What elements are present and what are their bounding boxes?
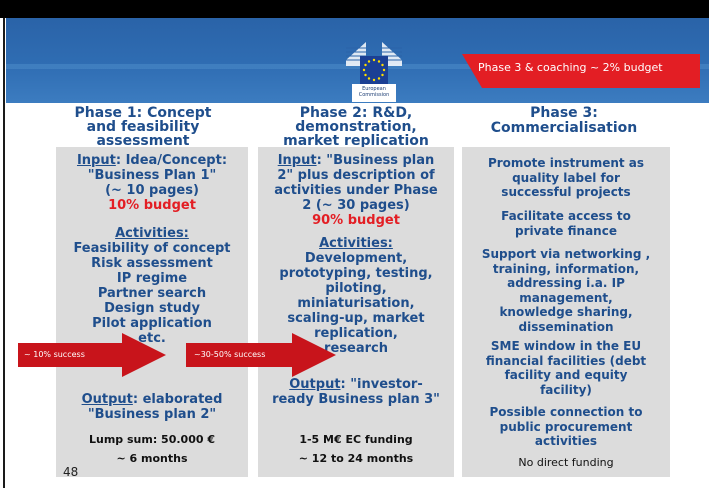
phase2-output-line1: : "investor- <box>340 377 423 392</box>
phase1-input-line2: "Business Plan 1" <box>87 168 217 183</box>
phase3-item-line: training, information, <box>492 261 640 276</box>
phase3-title-line2: Commercialisation <box>490 120 638 136</box>
phase1-output-line2: "Business plan 2" <box>87 407 217 422</box>
phase3-budget-flag <box>462 54 700 88</box>
phase3-title: Phase 3: Commercialisation <box>468 106 660 136</box>
phase1-activity: etc. <box>138 331 166 346</box>
phase2-activity: research <box>324 341 388 356</box>
logo-caption: European Commission <box>338 86 410 98</box>
phase2-output-line2: ready Business plan 3" <box>272 392 440 407</box>
phase3-item-line: addressing i.a. IP <box>507 276 625 290</box>
phase3-item-line: public procurement <box>499 419 633 434</box>
phase1-activity: Feasibility of concept <box>73 241 231 256</box>
phase3-note: No direct funding <box>518 456 614 469</box>
phase1-title-line1: Phase 1: Concept <box>74 105 212 121</box>
phase1-activities: Activities: Feasibility of concept Risk … <box>58 226 246 346</box>
phase1-activity: Pilot application <box>92 316 212 331</box>
phase2-activity: Development, <box>304 251 408 266</box>
phase2-activity: replication, <box>314 326 398 341</box>
phase1-title-line3: assessment <box>96 133 190 149</box>
phase2-input-line3: activities under Phase <box>274 183 438 198</box>
success-arrow-1 <box>18 333 166 377</box>
phase3-item: Possible connection to public procuremen… <box>464 405 668 449</box>
phase3-item-line: dissemination <box>518 319 614 334</box>
phase2-activities: Activities: Development, prototyping, te… <box>260 236 452 356</box>
phase1-output-label: Output <box>81 392 133 407</box>
phase3-item-line: Facilitate access to <box>501 209 631 223</box>
phase2-activity: prototyping, testing, <box>279 266 433 281</box>
left-border-line <box>3 18 5 488</box>
phase3-item-line: activities <box>534 434 598 448</box>
phase2-input: Input: "Business plan 2" plus descriptio… <box>260 153 452 228</box>
phase3-item-line: quality label for <box>512 170 620 185</box>
phase2-title-line1: Phase 2: R&D, <box>299 105 413 121</box>
phase1-panel <box>56 147 248 477</box>
phase1-output-line1: : elaborated <box>132 392 223 407</box>
phase3-item-line: facility and equity <box>504 368 628 382</box>
phase3-item-line: Promote instrument as <box>487 156 645 170</box>
phase2-input-line1: : "Business plan <box>316 153 435 168</box>
phase1-activity: Risk assessment <box>91 256 213 271</box>
logo-caption-line2: Commission <box>358 92 390 98</box>
phase3-item: SME window in the EU financial facilitie… <box>464 339 668 397</box>
phase2-output-label: Output <box>289 377 341 392</box>
phase2-duration: ~ 12 to 24 months <box>298 452 414 465</box>
phase3-item: Support via networking , training, infor… <box>464 247 668 334</box>
phase1-title-line2: and feasibility <box>86 119 200 135</box>
phase2-panel <box>258 147 454 477</box>
phase3-item-line: facility) <box>540 382 592 397</box>
phase2-input-line2: 2" plus description of <box>277 168 435 183</box>
phase1-input-line3: (~ 10 pages) <box>105 183 199 198</box>
phase1-input-label: Input <box>76 153 116 168</box>
phase3-item-line: management, <box>519 290 613 305</box>
phase1-duration: ~ 6 months <box>116 452 188 465</box>
banner-stripe <box>6 64 709 69</box>
phase3-item-line: private finance <box>515 223 617 238</box>
phase1-input-line1: : Idea/Concept: <box>115 153 228 168</box>
phase3-item-line: Support via networking , <box>481 247 651 261</box>
phase3-item-line: financial facilities (debt <box>485 353 647 368</box>
phase3-title-line1: Phase 3: <box>530 105 598 121</box>
success-arrow-2 <box>186 333 336 377</box>
phase2-title: Phase 2: R&D, demonstration, market repl… <box>262 106 450 148</box>
phase2-activity: miniaturisation, <box>297 296 415 311</box>
phase2-title-line3: market replication <box>283 133 429 149</box>
phase1-input: Input: Idea/Concept: "Business Plan 1" (… <box>58 153 246 213</box>
phase1-activities-label: Activities: <box>115 226 189 241</box>
top-black-bar <box>0 0 709 18</box>
success-arrow-2-label: ~30-50% success <box>194 350 266 359</box>
phase2-input-label: Input <box>277 153 317 168</box>
phase2-activity: scaling-up, market <box>287 311 425 326</box>
phase1-activity: Partner search <box>97 286 207 301</box>
phase3-item-line: knowledge sharing, <box>499 305 633 319</box>
phase1-activity: IP regime <box>116 271 188 286</box>
phase2-activities-label: Activities: <box>319 236 393 251</box>
phase3-item-line: Possible connection to <box>489 405 643 419</box>
phase1-activity: Design study <box>104 301 200 316</box>
phase1-title: Phase 1: Concept and feasibility assessm… <box>54 106 232 148</box>
phase3-item-line: successful projects <box>501 185 631 199</box>
phase3-budget-label: Phase 3 & coaching ~ 2% budget <box>478 61 663 74</box>
success-arrow-1-label: ~ 10% success <box>24 350 85 359</box>
phase1-output: Output: elaborated "Business plan 2" <box>58 392 246 422</box>
european-commission-logo <box>346 42 402 102</box>
logo-caption-line1: European <box>362 86 386 92</box>
phase3-item: Facilitate access to private finance <box>464 209 668 238</box>
phase2-activity: piloting, <box>325 281 387 296</box>
phase1-funding: Lump sum: 50.000 € <box>88 433 215 446</box>
phase1-budget: 10% budget <box>108 198 196 213</box>
phase2-input-line4: 2 (~ 30 pages) <box>302 198 410 213</box>
phase2-budget: 90% budget <box>312 213 400 228</box>
phase3-panel <box>462 147 670 477</box>
phase2-funding: 1-5 M€ EC funding <box>299 433 413 446</box>
phase3-item-line: SME window in the EU <box>490 339 642 353</box>
page-number: 48 <box>63 465 79 479</box>
phase2-title-line2: demonstration, <box>295 119 417 135</box>
phase3-item: Promote instrument as quality label for … <box>464 156 668 200</box>
phase2-output: Output: "investor- ready Business plan 3… <box>260 377 452 407</box>
